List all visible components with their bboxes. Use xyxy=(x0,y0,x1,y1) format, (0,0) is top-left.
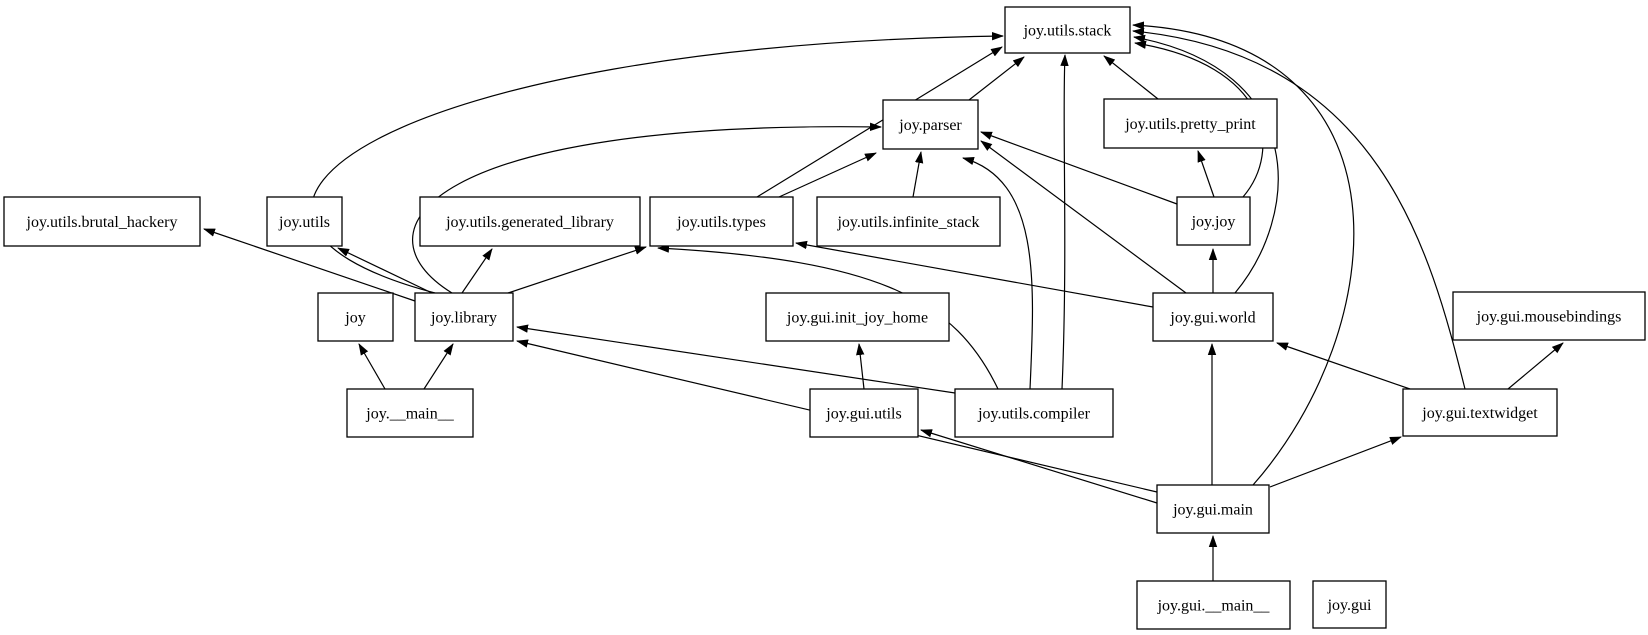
edge-joy.gui.main-to-joy.gui.textwidget xyxy=(1269,436,1402,488)
edge-joy.gui.textwidget-to-joy.gui.mousebindings xyxy=(1507,342,1564,390)
edge-joy.utils.compiler-to-joy.library xyxy=(516,324,956,394)
edge-joy.utils.compiler-to-joy.parser xyxy=(962,156,1034,390)
node-joy.library: joy.library xyxy=(414,292,514,342)
edge-joy.utils.types-to-joy.utils.stack xyxy=(756,46,1003,198)
node-box-joy.joy xyxy=(1176,196,1251,246)
node-joy.gui.world: joy.gui.world xyxy=(1152,292,1274,342)
node-label-joy.utils.types: joy.utils.types xyxy=(676,214,766,231)
node-label-joy.gui.init_joy_home: joy.gui.init_joy_home xyxy=(786,310,928,327)
edge-joy.__main__-to-joy.library xyxy=(423,343,454,390)
node-box-joy.utils.types xyxy=(649,196,794,247)
node-label-joy.utils.infinite_stack: joy.utils.infinite_stack xyxy=(836,214,979,231)
node-joy.gui.init_joy_home: joy.gui.init_joy_home xyxy=(765,292,950,342)
edge-joy.library-to-joy.utils.generated_library xyxy=(461,248,493,294)
node-label-joy.utils.stack: joy.utils.stack xyxy=(1023,23,1112,40)
node-joy.utils.pretty_print: joy.utils.pretty_print xyxy=(1103,98,1278,149)
edge-joy.library-to-joy.utils.types xyxy=(507,246,647,294)
edge-joy.utils.compiler-to-joy.utils.stack xyxy=(1060,54,1069,390)
edge-joy.gui.utils-to-joy.gui.init_joy_home xyxy=(856,343,865,390)
node-joy.utils.types: joy.utils.types xyxy=(649,196,794,247)
node-label-joy.gui.main: joy.gui.main xyxy=(1172,502,1253,519)
node-layer: joy.utils.stack joy.parser joy.utils.prett… xyxy=(3,6,1646,630)
edge-joy.gui.textwidget-to-joy.gui.world xyxy=(1276,342,1411,390)
node-joy.joy: joy.joy xyxy=(1176,196,1251,246)
edge-joy.utils.pretty_print-to-joy.utils.stack xyxy=(1103,55,1159,100)
node-joy.__main__: joy.__main__ xyxy=(346,388,474,438)
node-joy.gui.utils: joy.gui.utils xyxy=(809,388,919,438)
node-box-joy.utils.stack xyxy=(1004,6,1131,54)
node-box-joy.utils.infinite_stack xyxy=(816,196,1001,247)
node-label-joy.utils.generated_library: joy.utils.generated_library xyxy=(445,214,614,231)
node-label-joy: joy xyxy=(344,310,365,327)
node-box-joy.utils.pretty_print xyxy=(1103,98,1278,149)
node-box-joy.parser xyxy=(882,99,979,150)
node-box-joy.utils.brutal_hackery xyxy=(3,196,201,247)
node-label-joy.joy: joy.joy xyxy=(1191,214,1236,231)
node-label-joy.parser: joy.parser xyxy=(898,117,962,134)
node-box-joy.gui.utils xyxy=(809,388,919,438)
edge-joy.gui.main-to-joy.gui.utils xyxy=(920,429,1158,504)
node-label-joy.library: joy.library xyxy=(430,310,497,327)
node-box-joy.gui.world xyxy=(1152,292,1274,342)
node-joy: joy xyxy=(317,292,394,342)
edge-joy.library-to-joy.utils xyxy=(337,247,433,294)
node-label-joy.utils.compiler: joy.utils.compiler xyxy=(977,406,1091,423)
edge-joy.__main__-to-joy xyxy=(358,343,386,390)
node-label-joy.utils.pretty_print: joy.utils.pretty_print xyxy=(1124,116,1256,133)
node-joy.utils.compiler: joy.utils.compiler xyxy=(954,388,1114,438)
node-box-joy.gui.init_joy_home xyxy=(765,292,950,342)
node-box-joy.library xyxy=(414,292,514,342)
node-box-joy.gui.textwidget xyxy=(1402,388,1558,437)
node-box-joy xyxy=(317,292,394,342)
node-label-joy.gui.__main__: joy.gui.__main__ xyxy=(1157,598,1271,615)
node-joy.gui.main: joy.gui.main xyxy=(1156,484,1270,534)
edge-joy.gui.main-to-joy.utils.stack xyxy=(1132,21,1355,486)
node-box-joy.utils.compiler xyxy=(954,388,1114,438)
node-joy.parser: joy.parser xyxy=(882,99,979,150)
node-box-joy.gui.main xyxy=(1156,484,1270,534)
node-joy.utils.generated_library: joy.utils.generated_library xyxy=(419,196,641,247)
node-joy.gui: joy.gui xyxy=(1312,580,1387,629)
node-box-joy.gui xyxy=(1312,580,1387,629)
edge-joy.gui.world-to-joy.utils.types xyxy=(795,240,1154,308)
edge-joy.gui.world-to-joy.utils.stack xyxy=(1133,34,1279,294)
node-box-joy.gui.__main__ xyxy=(1136,580,1291,630)
node-label-joy.gui.utils: joy.gui.utils xyxy=(825,406,901,423)
node-box-joy.__main__ xyxy=(346,388,474,438)
edge-joy.gui.textwidget-to-joy.utils.stack xyxy=(1132,27,1466,390)
edge-joy.library-to-joy.utils.brutal_hackery xyxy=(203,228,416,302)
edge-joy.gui.world-to-joy.parser xyxy=(980,140,1187,294)
node-box-joy.gui.mousebindings xyxy=(1452,291,1646,341)
node-joy.utils: joy.utils xyxy=(266,196,343,247)
node-joy.gui.__main__: joy.gui.__main__ xyxy=(1136,580,1291,630)
node-box-joy.utils xyxy=(266,196,343,247)
node-label-joy.utils: joy.utils xyxy=(278,214,330,231)
edge-joy.library-to-joy.parser xyxy=(412,122,882,294)
edge-joy.joy-to-joy.utils.pretty_print xyxy=(1197,150,1215,198)
node-label-joy.__main__: joy.__main__ xyxy=(365,406,454,423)
node-joy.utils.stack: joy.utils.stack xyxy=(1004,6,1131,54)
node-label-joy.utils.brutal_hackery: joy.utils.brutal_hackery xyxy=(26,214,178,231)
node-label-joy.gui.textwidget: joy.gui.textwidget xyxy=(1421,405,1538,422)
node-label-joy.gui: joy.gui xyxy=(1327,597,1372,614)
node-box-joy.utils.generated_library xyxy=(419,196,641,247)
edge-joy.library-to-joy.utils.stack xyxy=(310,31,1004,294)
edge-joy.parser-to-joy.utils.stack xyxy=(968,56,1025,101)
node-label-joy.gui.mousebindings: joy.gui.mousebindings xyxy=(1476,309,1622,326)
edge-joy.utils.types-to-joy.parser xyxy=(778,152,877,198)
edge-joy.utils.compiler-to-joy.utils.types xyxy=(657,244,999,390)
node-label-joy.gui.world: joy.gui.world xyxy=(1169,310,1255,327)
node-joy.gui.textwidget: joy.gui.textwidget xyxy=(1402,388,1558,437)
edge-joy.utils.infinite_stack-to-joy.parser xyxy=(912,151,924,198)
node-joy.gui.mousebindings: joy.gui.mousebindings xyxy=(1452,291,1646,341)
edge-joy.joy-to-joy.parser xyxy=(980,131,1178,205)
edge-layer xyxy=(203,21,1564,581)
node-joy.utils.infinite_stack: joy.utils.infinite_stack xyxy=(816,196,1001,247)
node-joy.utils.brutal_hackery: joy.utils.brutal_hackery xyxy=(3,196,201,247)
